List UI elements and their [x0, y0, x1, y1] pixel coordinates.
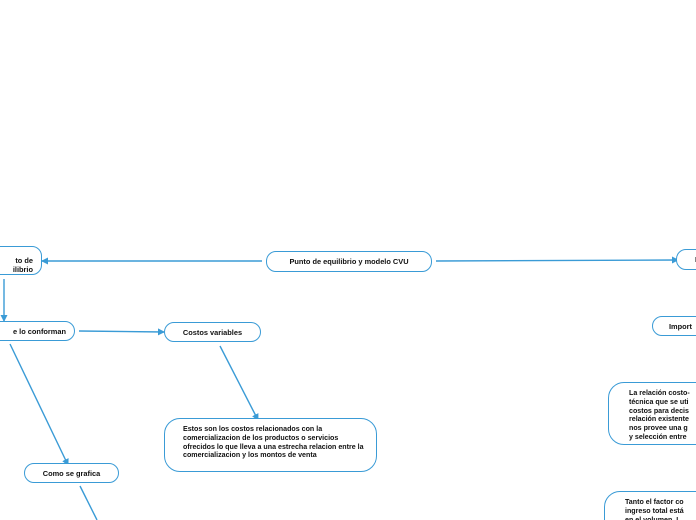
node-punto-de-equilibrio[interactable]: to de ilibrio: [0, 246, 42, 275]
node-relacion-costo-description[interactable]: La relación costo- técnica que se uti co…: [608, 382, 696, 445]
node-importancia-label: Import: [669, 321, 692, 331]
node-importancia[interactable]: Import: [652, 316, 696, 336]
node-costos-variables-description[interactable]: Estos son los costos relacionados con la…: [164, 418, 377, 472]
node-punto-label-line1: to de: [15, 256, 33, 265]
node-lo-conforman[interactable]: e lo conforman: [0, 321, 75, 341]
node-factor-costo-text: Tanto el factor co ingreso total está en…: [625, 498, 684, 520]
node-costos-variables[interactable]: Costos variables: [164, 322, 261, 342]
node-lo-conforman-label: e lo conforman: [13, 326, 66, 336]
node-right-branch[interactable]: M: [676, 249, 696, 270]
node-como-se-grafica[interactable]: Como se grafica: [24, 463, 119, 483]
node-costos-variables-label: Costos variables: [182, 327, 243, 337]
connector-conforman-to-grafica: [9, 343, 69, 466]
connector-root-to-right: [435, 256, 679, 264]
node-como-se-grafica-label: Como se grafica: [42, 468, 101, 478]
node-punto-label-line2: ilibrio: [12, 265, 33, 274]
connector-grafica-down: [79, 485, 98, 520]
node-costos-variables-description-text: Estos son los costos relacionados con la…: [183, 425, 364, 460]
root-node-label: Punto de equilibrio y modelo CVU: [289, 257, 409, 266]
connector-conforman-to-costos: [78, 328, 165, 336]
connector-costos-to-desc: [219, 345, 259, 421]
node-relacion-costo-text: La relación costo- técnica que se uti co…: [629, 389, 690, 441]
node-factor-costo-description[interactable]: Tanto el factor co ingreso total está en…: [604, 491, 696, 520]
root-node-punto-de-equilibrio[interactable]: Punto de equilibrio y modelo CVU: [266, 251, 432, 272]
